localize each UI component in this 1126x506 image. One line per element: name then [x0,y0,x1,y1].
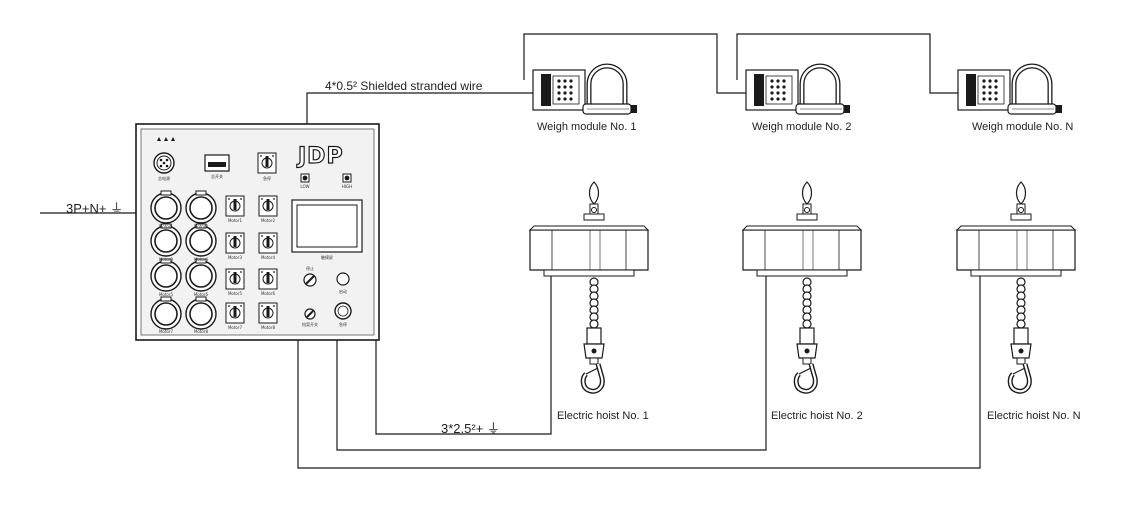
svg-text:JDP: JDP [296,144,344,169]
motor-switch-label: Motor3 [228,255,243,260]
main-breaker[interactable]: 总开关 [204,154,230,179]
motor-switch-1[interactable] [225,195,245,217]
motor-switch-6[interactable] [258,268,278,290]
warning-icon [157,137,175,141]
selector-switch[interactable]: 档案开关 [302,308,318,327]
signal-cable-label: 4*0.5² Shielded stranded wire [325,79,483,93]
motor-switch-label: Motor2 [261,218,276,223]
hoist-n-label: Electric hoist No. N [987,410,1081,422]
weigh-module-2-label: Weigh module No. 2 [752,121,852,133]
motor-sockets: Motor1 Motor2 Motor3 Motor4 Motor5 Motor… [150,190,217,334]
motor-socket-label: Motor3 [159,257,174,262]
main-breaker-label: 总开关 [211,173,223,179]
motor-switch-8[interactable] [258,302,278,324]
power-cable-label: 3*2.5²+ ⏚ [441,421,500,436]
master-switch[interactable] [257,152,277,174]
weigh-module-1-label: Weigh module No. 1 [537,121,637,133]
weigh-module-n [958,66,1062,114]
motor-switch-label: Motor8 [261,325,276,330]
master-switch-label: 急停 [263,175,271,181]
motor-socket-label: Motor6 [194,292,209,297]
stop-button-label: 急停 [339,321,347,327]
electric-hoist-2 [743,182,861,391]
motor-switch-label: Motor4 [261,255,276,260]
hoist-2-label: Electric hoist No. 2 [771,410,863,422]
motor-switch-label: Motor6 [261,291,276,296]
touch-screen[interactable]: 触摸屏 [291,199,363,260]
motor-socket-label: Motor1 [159,224,174,229]
motor-switch-4[interactable] [258,232,278,254]
stop-button[interactable]: 急停 [334,302,352,327]
indicator-low: LOW [300,173,310,189]
motor-switch-7[interactable] [225,302,245,324]
signal-wire [306,92,541,125]
electric-hoist-1 [530,182,648,391]
weigh-module-n-label: Weigh module No. N [972,121,1074,133]
motor-switch-3[interactable] [225,232,245,254]
indicator-low-label: LOW [300,184,309,189]
motor-socket-label: Motor2 [194,224,209,229]
motor-socket-label: Motor7 [159,329,174,334]
selector-switch-label: 档案开关 [302,321,318,327]
wires [40,33,981,469]
touch-screen-label: 触摸屏 [321,254,333,260]
start-button[interactable]: 启动 [336,272,350,294]
power-input-label: 3P+N+ ⏚ [66,201,124,216]
weigh-module-2 [746,66,850,114]
control-box: 总电源 总开关 急停 JDP LOW HIGH [135,123,380,341]
weigh-module-1 [533,66,637,114]
indicator-high-label: HIGH [342,184,352,189]
speed-knob-label: 停止 [306,265,314,271]
electric-hoist-n [957,182,1075,391]
motor-socket-label: Motor8 [194,329,209,334]
speed-knob[interactable]: 停止 [303,265,317,287]
motor-socket-label: Motor5 [159,292,174,297]
power-wire-hoist-n [297,274,981,469]
power-wire-hoist-1 [375,274,552,435]
power-wire-hoist-2 [336,274,767,451]
motor-switch-label: Motor5 [228,291,243,296]
motor-socket-label: Motor4 [194,257,209,262]
power-inlet-label: 总电源 [158,175,170,181]
motor-switch-2[interactable] [258,195,278,217]
hoist-1-label: Electric hoist No. 1 [557,410,649,422]
start-button-label: 启动 [339,288,347,294]
indicator-high: HIGH [342,173,352,189]
motor-switch-label: Motor1 [228,218,243,223]
motor-switch-label: Motor7 [228,325,243,330]
signal-wire-1-2 [523,33,754,94]
jdp-logo: JDP [295,143,344,169]
motor-switches: Motor1 Motor2 Motor3 Motor4 Motor5 Motor… [225,195,278,330]
power-inlet: 总电源 [153,152,175,181]
signal-wire-2-n [736,33,966,94]
motor-switch-5[interactable] [225,268,245,290]
